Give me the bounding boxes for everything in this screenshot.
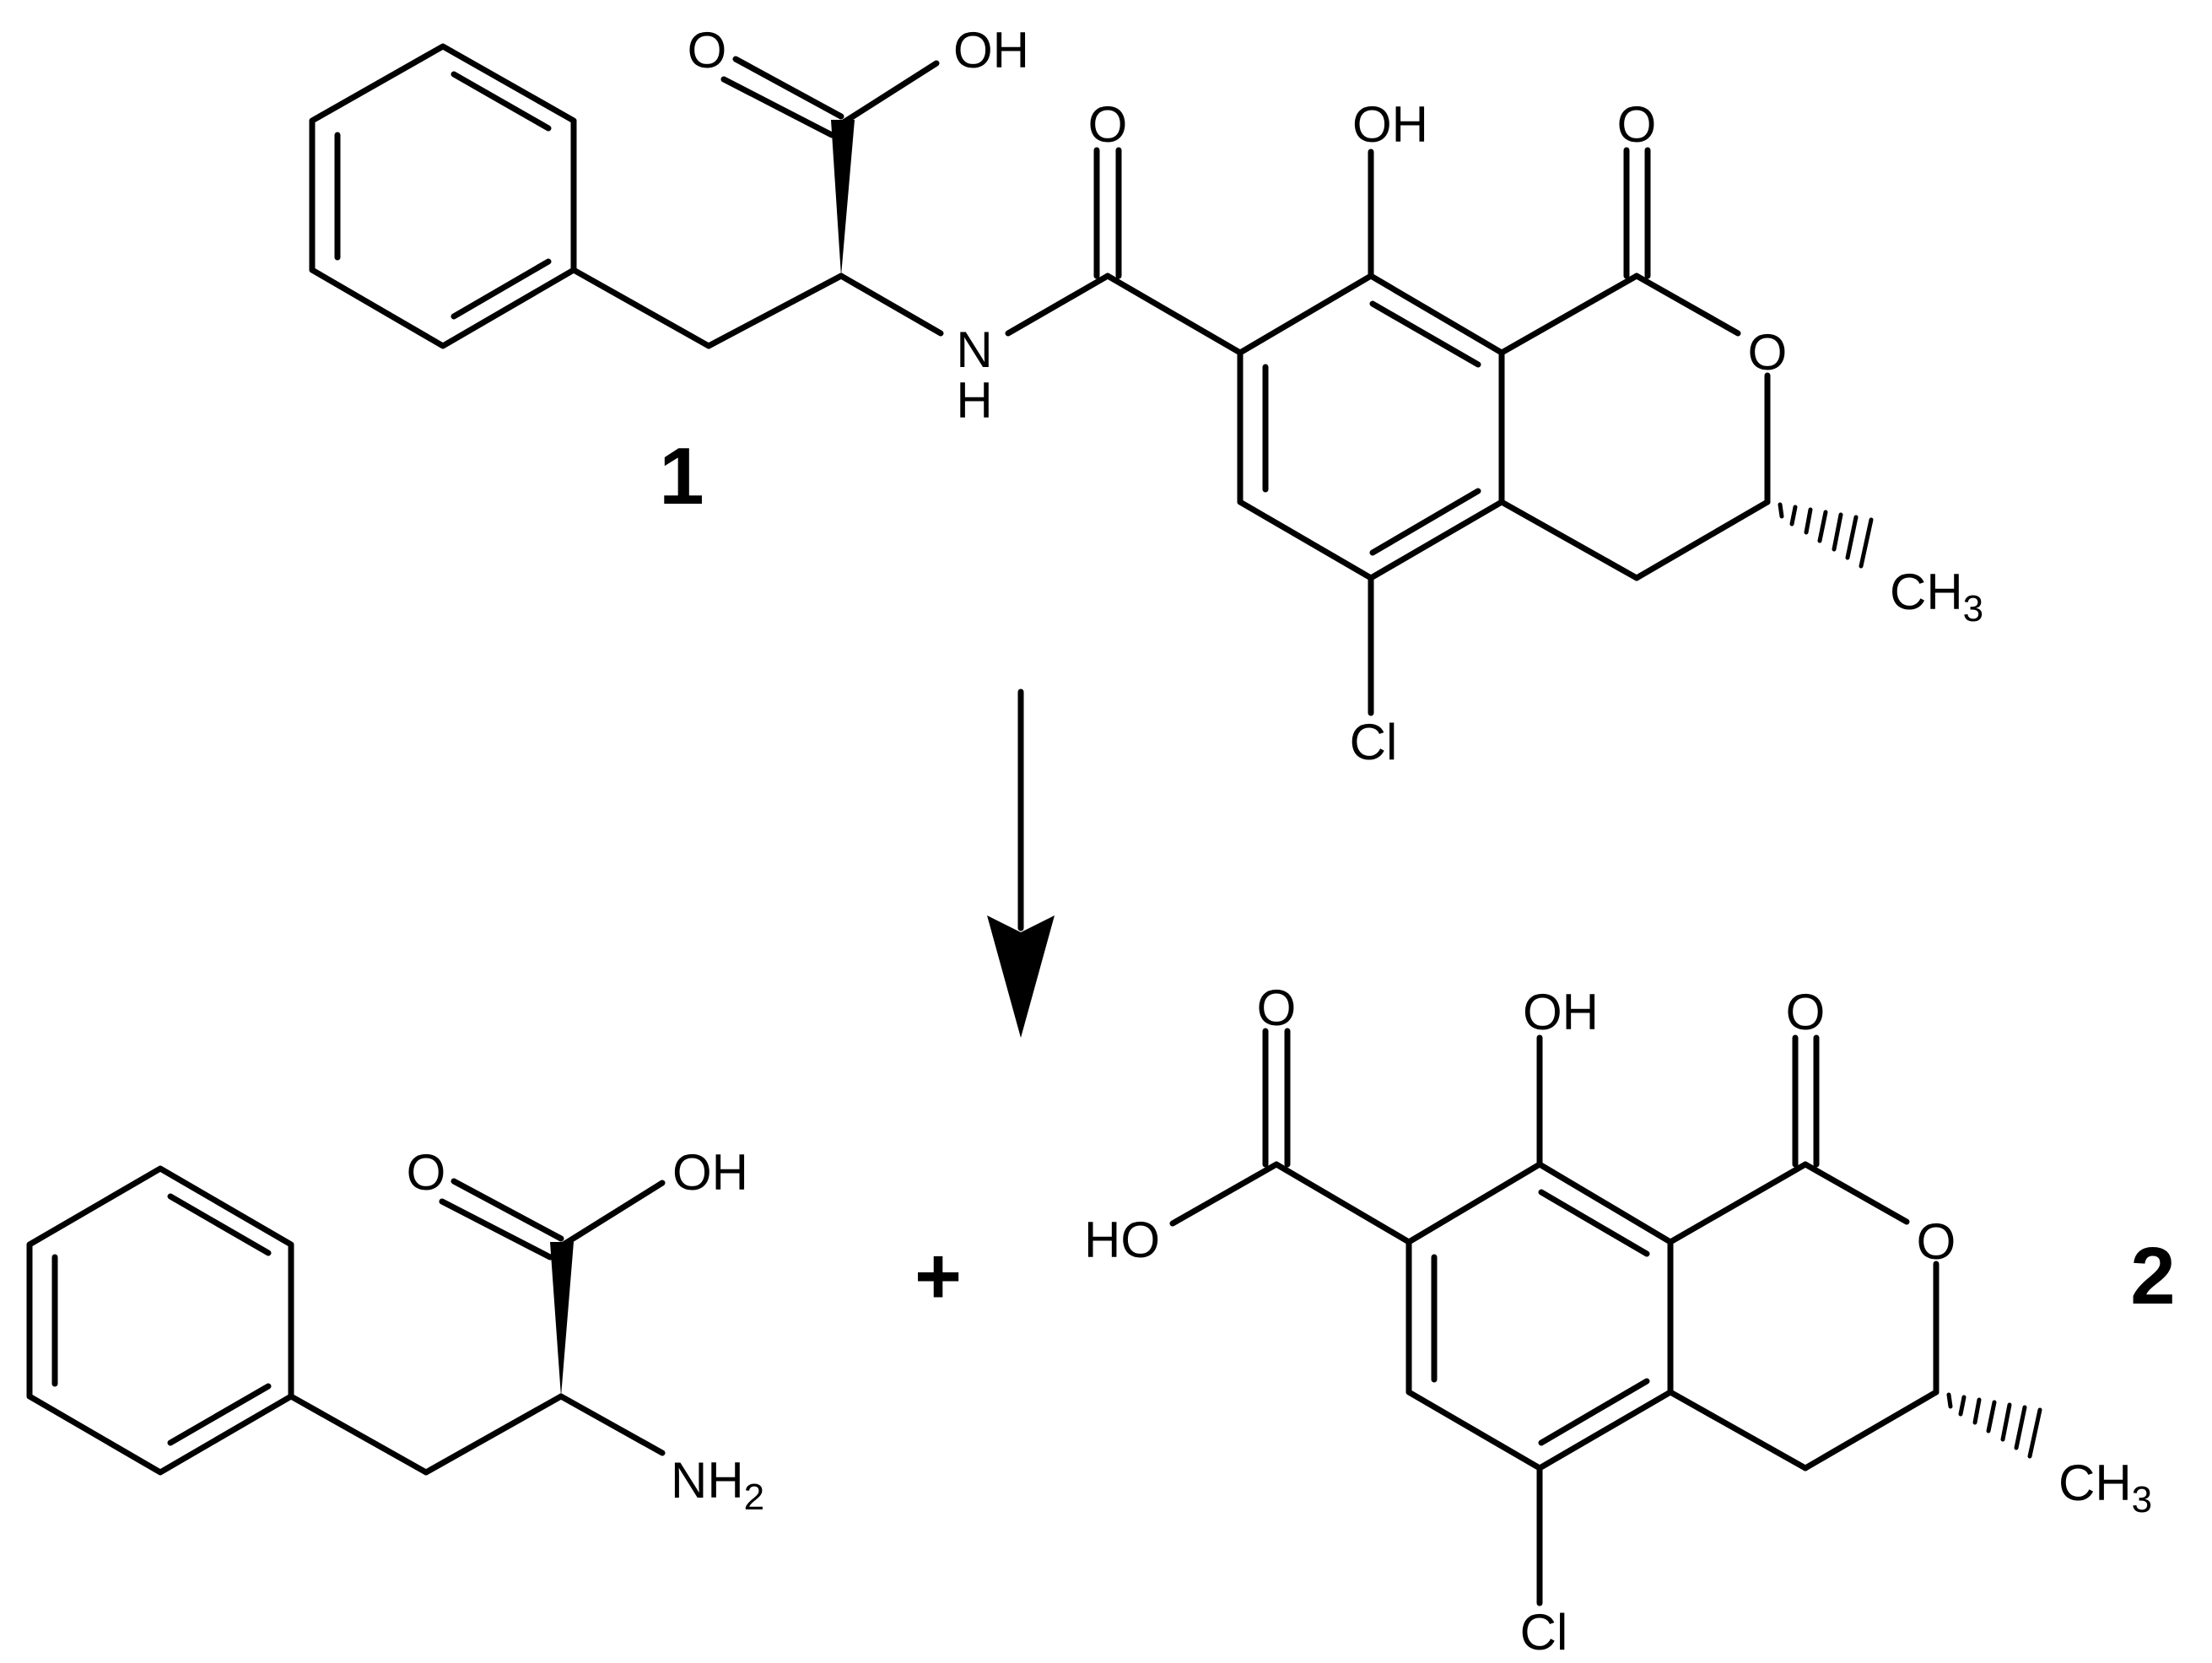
acid-ring-bond — [1273, 1161, 1412, 1245]
lactone-c1-bond — [1498, 273, 1640, 356]
acid-carbonyl-double-2 — [439, 1198, 553, 1261]
c4-c4a-bond — [1667, 1389, 1809, 1471]
alpha-n-bond — [838, 273, 944, 337]
aromatic-ring-2 — [1405, 1161, 1674, 1471]
alpha-amine-bond — [558, 1393, 666, 1456]
acid-carbonyl-double-1 — [450, 1178, 564, 1242]
atom-label-o: O — [407, 1144, 446, 1201]
acid-oh-bond — [840, 60, 940, 126]
atom-label-oh: OH — [953, 22, 1029, 78]
atom-label-o: O — [1786, 984, 1826, 1040]
atom-label-nh2: NH2 — [671, 1452, 764, 1518]
phenylalanine: O OH NH2 — [26, 1144, 764, 1518]
compound-1: O OH O OH O O N H CH3 Cl 1 — [309, 22, 1983, 770]
benzyl-bond — [288, 1393, 429, 1476]
alpha-carbon-bond — [423, 1393, 564, 1476]
lactone-c1-bond — [1667, 1161, 1809, 1245]
atom-label-o: O — [688, 22, 727, 78]
phenyl-ring-1 — [309, 43, 577, 349]
wedge-bond — [550, 1242, 574, 1396]
atom-label-cl: Cl — [1520, 1604, 1568, 1660]
atom-label-oh: OH — [672, 1144, 748, 1201]
acid-carbonyl-double-1 — [732, 56, 844, 120]
compound-label-2: 2 — [2130, 1231, 2175, 1321]
c3-c4-bond — [1633, 499, 1771, 581]
lactone-co-bond — [1802, 1161, 1910, 1225]
atom-label-ch3: CH3 — [2058, 1455, 2152, 1520]
wedge-bond — [831, 120, 855, 276]
hash-bond-1 — [1778, 502, 1874, 569]
atom-label-ho: HO — [1084, 1212, 1160, 1268]
atom-label-o: O — [1917, 1213, 1956, 1270]
c4-c4a-bond — [1498, 499, 1640, 581]
acid-ho-bond — [1169, 1161, 1280, 1227]
aromatic-ring-1 — [1237, 273, 1505, 581]
atom-label-o: O — [1748, 324, 1788, 381]
compound-label-1: 1 — [659, 431, 704, 521]
atom-label-h: H — [956, 372, 992, 429]
hash-bond-2 — [1946, 1392, 2042, 1459]
compound-2: O HO OH O O CH3 Cl 2 — [1084, 980, 2176, 1660]
atom-label-cl: Cl — [1350, 714, 1398, 770]
amide-ring-bond — [1104, 273, 1244, 356]
acid-oh-bond — [560, 1180, 666, 1248]
c3-c4-bond — [1802, 1389, 1940, 1471]
atom-label-ch3: CH3 — [1890, 564, 1983, 629]
atom-label-n: N — [956, 321, 992, 378]
lactone-co-bond — [1633, 273, 1741, 337]
atom-label-o: O — [1617, 96, 1657, 153]
atom-label-oh: OH — [1523, 984, 1599, 1040]
alpha-carbon-bond — [705, 273, 844, 349]
atom-label-o: O — [1257, 980, 1297, 1036]
atom-label-o: O — [1088, 96, 1128, 153]
benzyl-bond — [570, 267, 712, 349]
atom-label-oh: OH — [1352, 96, 1428, 153]
phenyl-ring-2 — [26, 1165, 294, 1476]
acid-carbonyl-double-2 — [720, 76, 835, 138]
reaction-arrow — [987, 688, 1055, 1038]
plus-sign: + — [914, 1231, 962, 1321]
n-amide-bond — [1005, 273, 1111, 337]
